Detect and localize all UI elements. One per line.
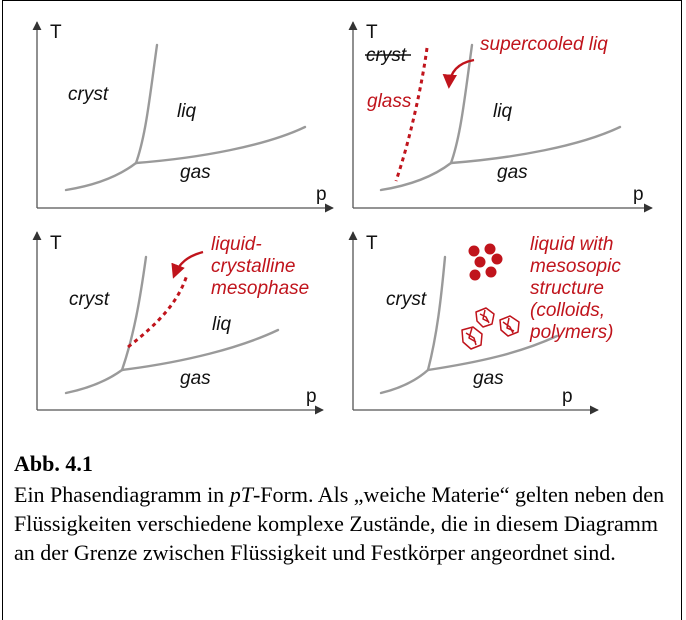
panel-basic: T p cryst liq gas [32, 21, 334, 213]
glass-line [394, 47, 429, 182]
red-arrow [442, 58, 475, 89]
figure-caption: Abb. 4.1 Ein Phasendiagramm in pT-Form. … [14, 450, 674, 567]
mesophase-line [127, 274, 189, 349]
p-axis-label: p [633, 184, 644, 205]
p-axis-label: p [306, 386, 317, 407]
caption-title: Abb. 4.1 [14, 451, 93, 476]
colloid-particles-icon [468, 243, 503, 281]
vaporization-curve [120, 328, 280, 372]
t-axis-label: T [50, 233, 62, 254]
caption-text: Ein Phasendiagramm in pT-Form. Als „weic… [14, 480, 674, 567]
supercooled-label: supercooled liq [480, 34, 608, 55]
gas-label: gas [180, 162, 211, 183]
mesoscopic-label-line1: liquid with [530, 234, 613, 255]
melting-curve [120, 255, 148, 372]
caption-emph-p: p [229, 482, 241, 507]
polymer-coils-icon [461, 307, 520, 350]
gas-label: gas [497, 162, 528, 183]
cryst-label: cryst [69, 289, 110, 310]
panel-mesoscopic: T p cryst gas liquid with mesosopic stru… [348, 231, 621, 415]
t-axis-label: T [366, 22, 378, 43]
vaporization-curve [449, 125, 622, 165]
t-axis-label: T [366, 233, 378, 254]
cryst-label: cryst [386, 289, 427, 310]
mesoscopic-label-line4: (colloids, [530, 300, 605, 321]
vaporization-curve [426, 334, 559, 372]
mesoscopic-label-line2: mesosopic [530, 256, 621, 277]
liq-label: liq [177, 101, 196, 122]
melting-curve [426, 255, 447, 372]
mesoscopic-label-line3: structure [530, 278, 604, 299]
vaporization-curve [134, 125, 307, 165]
liq-label: liq [212, 314, 231, 335]
mesophase-label-line3: mesophase [211, 278, 309, 299]
t-axis-label: T [50, 22, 62, 43]
phase-diagram-figure: T p cryst liq gas T p cryst liq gas glas… [32, 21, 653, 415]
red-arrow [171, 250, 204, 279]
mesophase-label-line1: liquid- [211, 234, 262, 255]
panel-mesophase: T p cryst liq gas liquid- crystalline me… [32, 231, 324, 415]
melting-curve [134, 43, 159, 165]
sublimation-curve [379, 161, 453, 192]
gas-label: gas [473, 368, 504, 389]
glass-label: glass [367, 91, 412, 112]
p-axis-label: p [562, 386, 573, 407]
cryst-label: cryst [68, 84, 109, 105]
caption-text-after: -Form. Als „weiche Materie“ gelten neben… [14, 482, 665, 565]
sublimation-curve [379, 368, 430, 395]
mesophase-label-line2: crystalline [211, 256, 295, 277]
caption-text-before: Ein Phasendiagramm in [14, 482, 230, 507]
mesoscopic-label-line5: polymers) [529, 322, 613, 343]
liq-label: liq [493, 101, 512, 122]
gas-label: gas [180, 368, 211, 389]
sublimation-curve [64, 368, 124, 395]
sublimation-curve [64, 161, 138, 192]
p-axis-label: p [316, 184, 327, 205]
caption-emph-t: T [240, 482, 253, 507]
melting-curve [449, 43, 474, 165]
panel-glass: T p cryst liq gas glass supercooled liq [348, 21, 653, 213]
